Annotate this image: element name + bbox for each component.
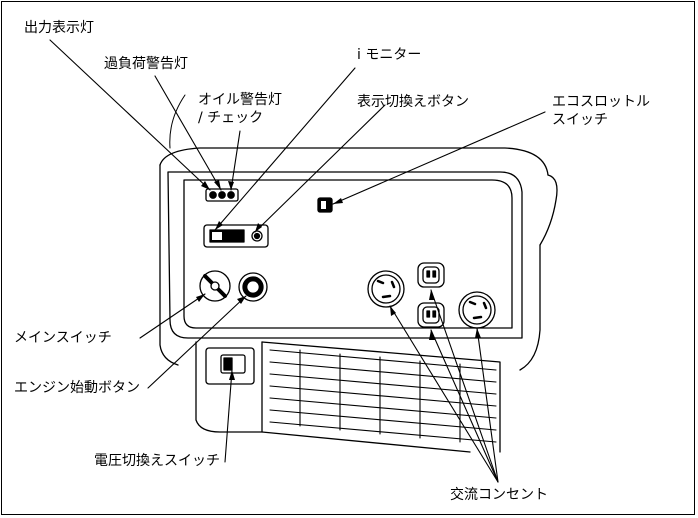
label-engine-start-button: エンジン始動ボタン bbox=[14, 380, 140, 396]
leader-i-monitor bbox=[214, 67, 356, 231]
label-oil-warning-line2: / チェック bbox=[198, 110, 264, 126]
main-switch[interactable] bbox=[199, 270, 231, 302]
control-panel bbox=[167, 171, 523, 339]
overload-indicator-lamp bbox=[218, 191, 226, 199]
label-ac-outlet: 交流コンセント bbox=[450, 487, 548, 503]
leader-engine-start bbox=[147, 295, 247, 389]
oil-warning-lamp bbox=[227, 191, 235, 199]
leader-overload-indicator bbox=[154, 75, 222, 191]
label-i-monitor: i モニター bbox=[357, 47, 422, 63]
voltage-switch[interactable] bbox=[220, 354, 246, 374]
leader-voltage-switch bbox=[224, 369, 233, 463]
ac-outlet-left-twistlock bbox=[367, 270, 405, 308]
i-monitor bbox=[203, 224, 269, 248]
label-voltage-switch: 電圧切換えスイッチ bbox=[94, 453, 220, 469]
leader-ac-outlet-1 bbox=[389, 305, 499, 483]
leader-arrowheads bbox=[196, 180, 481, 380]
label-display-switch-button: 表示切換えボタン bbox=[357, 94, 469, 110]
lower-body bbox=[195, 341, 501, 453]
ac-outlet-lower-duplex bbox=[417, 302, 445, 328]
leader-output-indicator bbox=[49, 39, 211, 191]
leader-ac-outlet-4 bbox=[476, 327, 499, 483]
leader-ac-outlet-2 bbox=[430, 289, 499, 483]
label-output-indicator: 出力表示灯 bbox=[24, 20, 94, 36]
leader-eco-throttle bbox=[332, 111, 546, 205]
generator-body bbox=[159, 94, 558, 371]
ac-outlet-upper-duplex bbox=[417, 262, 445, 288]
output-indicator-lamp bbox=[209, 191, 217, 199]
leader-display-switch bbox=[254, 104, 386, 233]
label-oil-warning-line1: オイル警告灯 bbox=[198, 92, 282, 108]
eco-throttle-switch[interactable] bbox=[317, 197, 333, 213]
label-eco-throttle-line2: スイッチ bbox=[552, 112, 608, 128]
leader-oil-warning bbox=[230, 130, 241, 191]
leader-ac-outlet-3 bbox=[430, 329, 499, 483]
indicator-lamps bbox=[205, 188, 239, 202]
ac-outlet-right-twistlock bbox=[458, 291, 496, 329]
louvers bbox=[269, 349, 497, 443]
label-eco-throttle-line1: エコスロットル bbox=[552, 94, 650, 110]
leader-main-switch bbox=[139, 293, 206, 339]
label-main-switch: メインスイッチ bbox=[14, 330, 112, 346]
engine-start-button[interactable] bbox=[238, 272, 268, 302]
label-overload-indicator: 過負荷警告灯 bbox=[104, 56, 188, 72]
leader-lines bbox=[49, 39, 546, 483]
